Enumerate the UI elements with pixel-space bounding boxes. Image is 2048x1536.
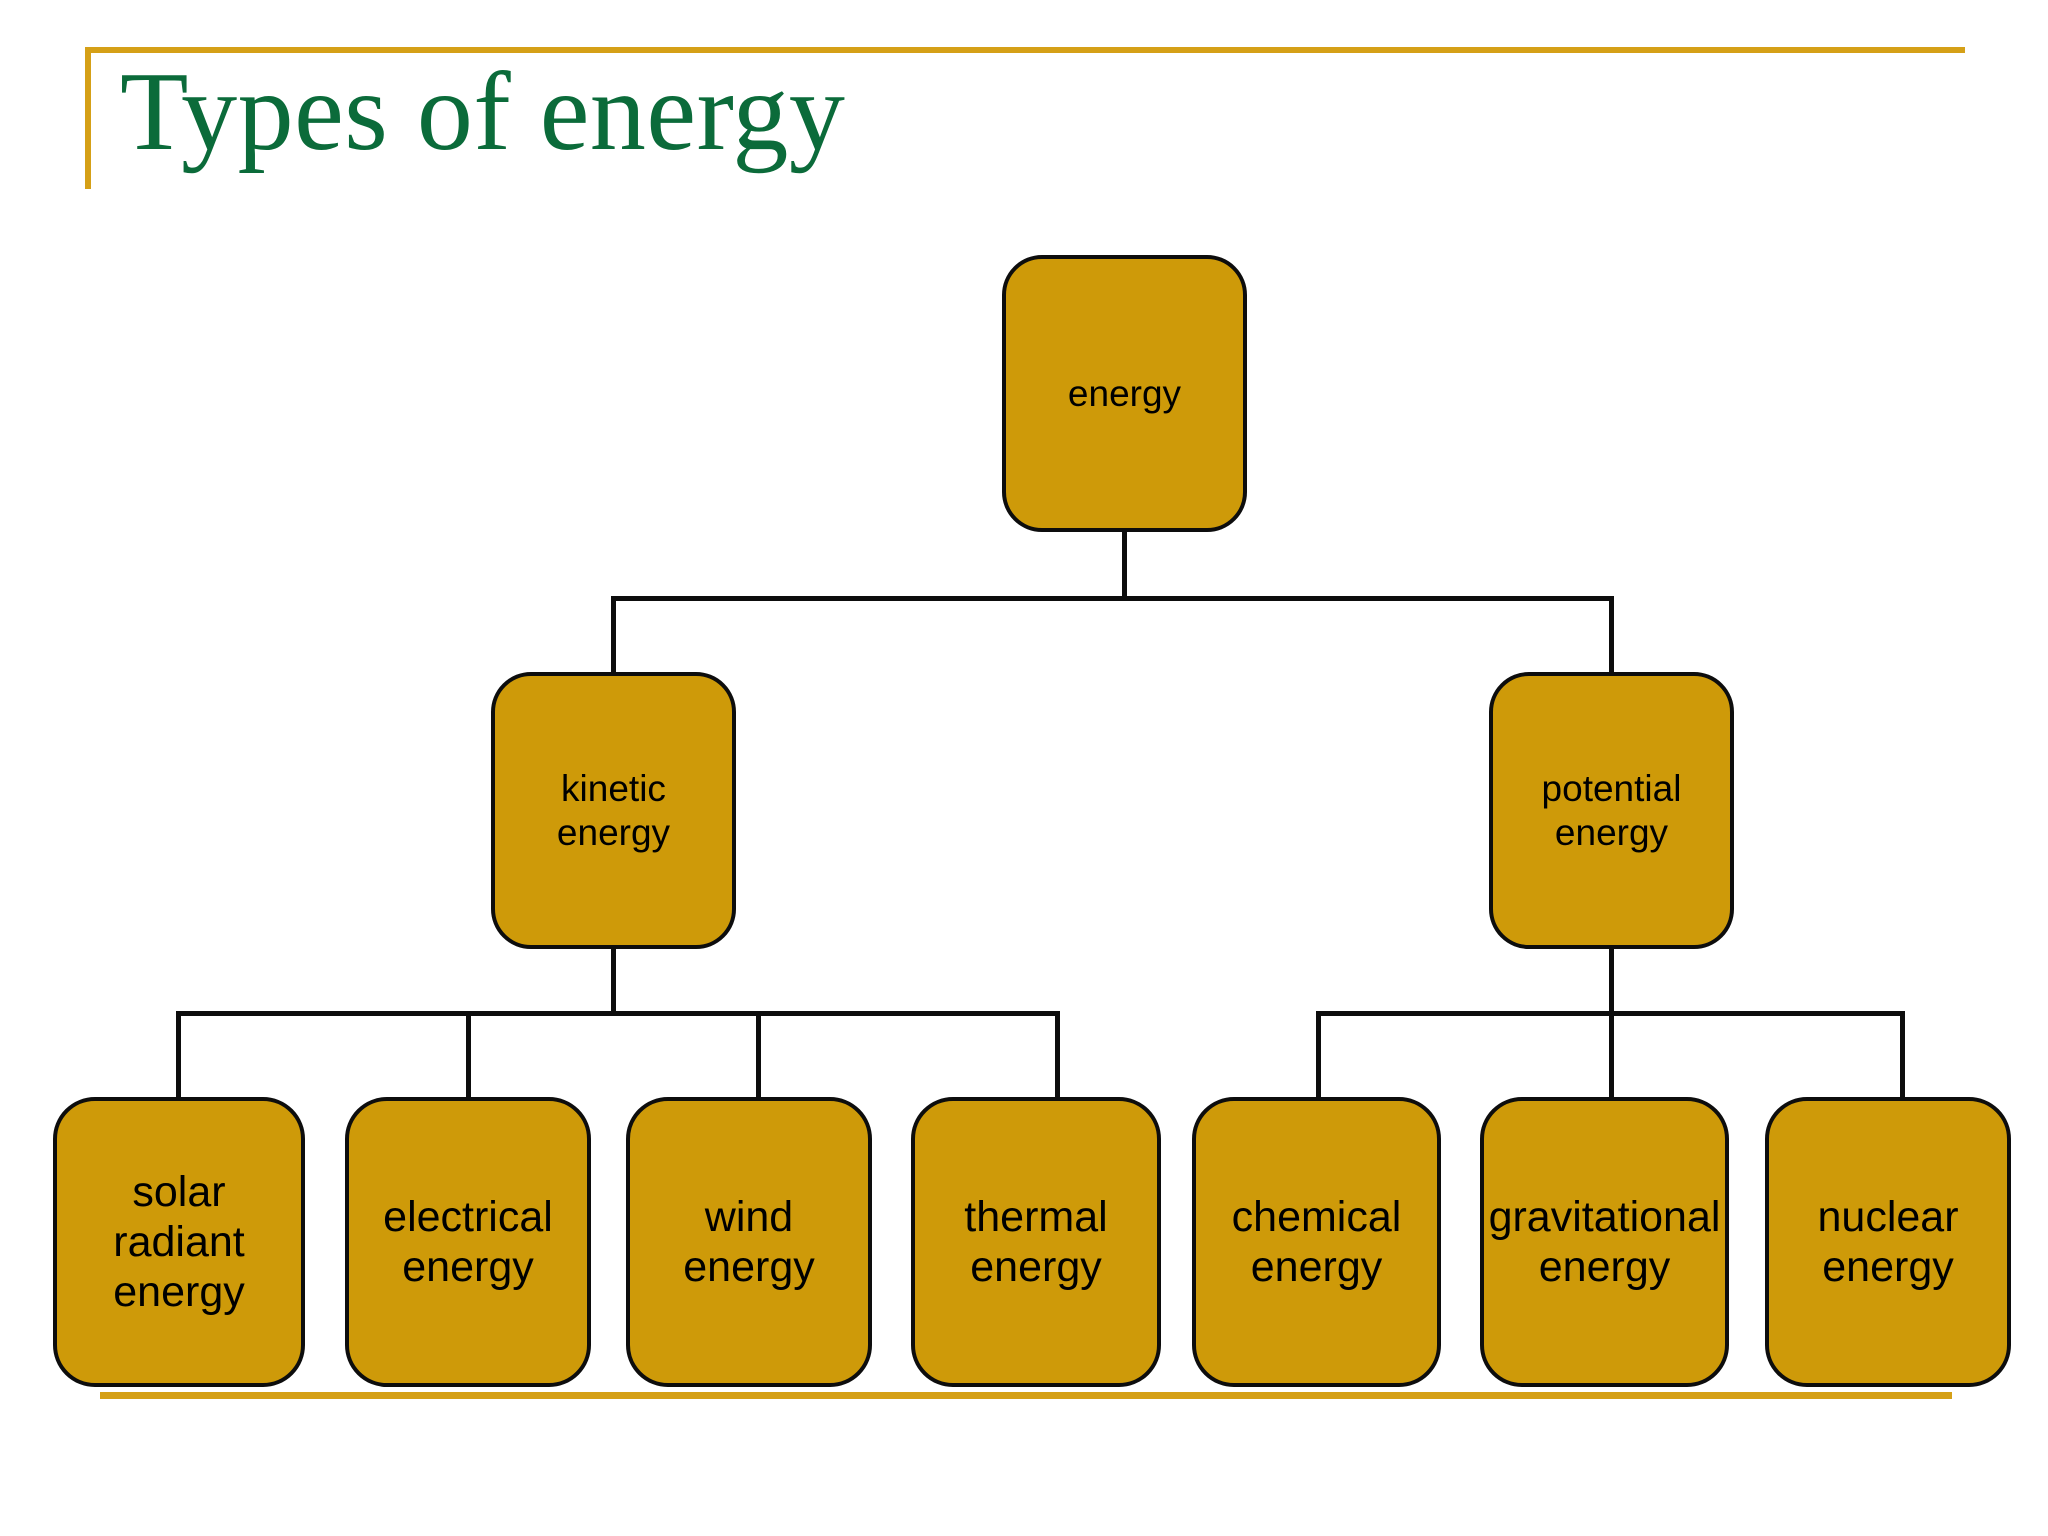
node-nuclear-energy-line1: nuclear (1817, 1192, 1959, 1241)
connector-potential-to-leaf-1 (1316, 1011, 1321, 1099)
connector-kinetic-to-leaf-3 (756, 1011, 761, 1099)
node-potential-energy-line1: potential (1541, 768, 1682, 810)
node-energy-label: energy (1067, 372, 1182, 414)
connector-root-to-potential (1609, 596, 1614, 674)
node-wind-energy[interactable]: wind energy (626, 1097, 872, 1387)
connector-kinetic-to-leaf-1 (176, 1011, 181, 1099)
title-rule-top (85, 47, 1965, 53)
node-nuclear-energy[interactable]: nuclear energy (1765, 1097, 2011, 1387)
node-potential-energy[interactable]: potential energy (1489, 672, 1734, 949)
node-energy[interactable]: energy (1002, 255, 1247, 532)
connector-kinetic-to-leaf-4 (1055, 1011, 1060, 1099)
node-electrical-energy-line2: energy (402, 1243, 534, 1291)
node-gravitational-energy[interactable]: gravitational energy (1480, 1097, 1729, 1387)
connector-root-stem (1122, 530, 1127, 600)
node-chemical-energy-line1: chemical (1231, 1192, 1402, 1241)
node-thermal-energy[interactable]: thermal energy (911, 1097, 1161, 1387)
node-gravitational-energy-line2: energy (1538, 1243, 1671, 1291)
node-thermal-energy-line1: thermal (964, 1192, 1108, 1241)
node-kinetic-energy-line2: energy (556, 811, 671, 853)
node-thermal-energy-line2: energy (970, 1243, 1102, 1291)
connector-root-bus (611, 596, 1614, 601)
node-chemical-energy[interactable]: chemical energy (1192, 1097, 1441, 1387)
node-kinetic-energy-line1: kinetic (561, 768, 666, 810)
page-title: Types of energy (120, 50, 846, 174)
title-rule-left (85, 47, 91, 189)
connector-potential-stem (1609, 947, 1614, 1015)
node-kinetic-energy[interactable]: kinetic energy (491, 672, 736, 949)
node-solar-radiant-energy-line2: radiant (113, 1217, 245, 1266)
connector-kinetic-stem (611, 947, 616, 1015)
node-solar-radiant-energy[interactable]: solar radiant energy (53, 1097, 305, 1387)
connector-root-to-kinetic (611, 596, 616, 674)
node-electrical-energy[interactable]: electrical energy (345, 1097, 591, 1387)
node-electrical-energy-line1: electrical (383, 1192, 553, 1241)
node-wind-energy-line2: energy (683, 1243, 815, 1291)
node-solar-radiant-energy-line1: solar (132, 1167, 226, 1216)
connector-kinetic-to-leaf-2 (466, 1011, 471, 1099)
node-wind-energy-line1: wind (704, 1192, 794, 1241)
footer-rule (100, 1392, 1952, 1399)
node-chemical-energy-line2: energy (1250, 1243, 1383, 1291)
node-gravitational-energy-line1: gravitational (1488, 1192, 1721, 1241)
connector-kinetic-bus (176, 1011, 1060, 1016)
connector-potential-to-leaf-3 (1900, 1011, 1905, 1099)
node-potential-energy-line2: energy (1554, 811, 1669, 853)
node-solar-radiant-energy-line3: energy (113, 1268, 245, 1317)
node-nuclear-energy-line2: energy (1822, 1243, 1954, 1291)
connector-potential-to-leaf-2 (1609, 1011, 1614, 1099)
